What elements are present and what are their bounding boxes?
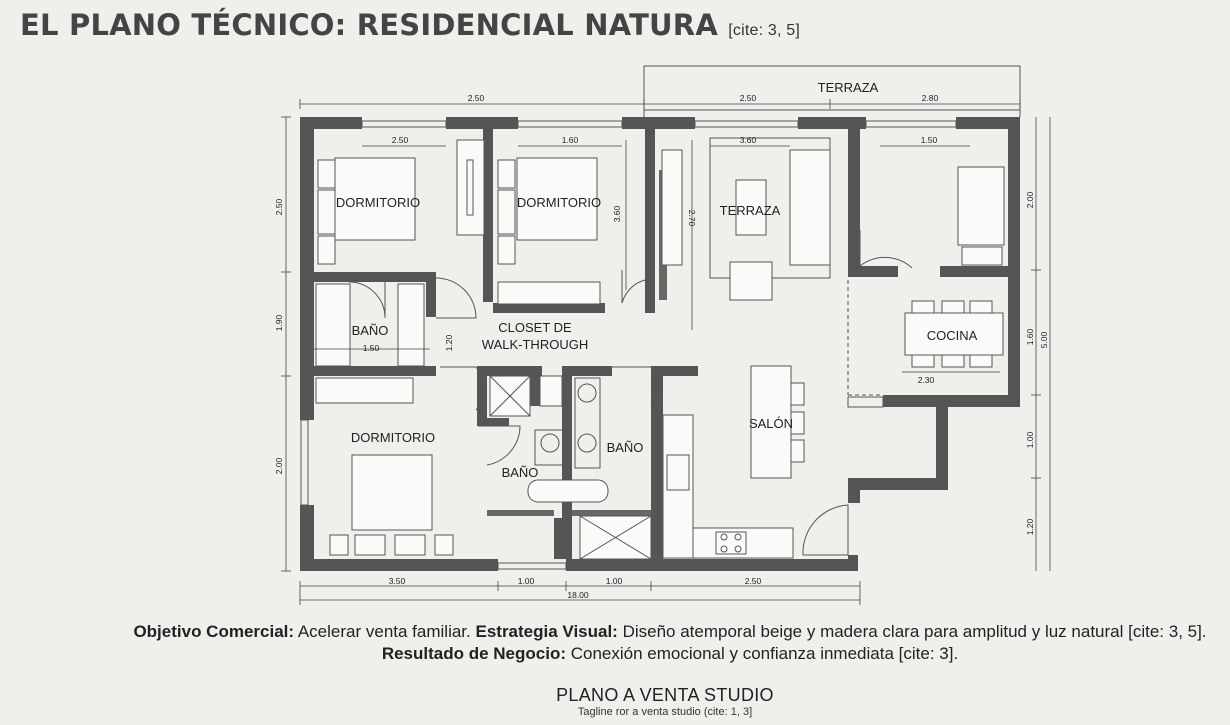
- walls: [300, 117, 1020, 571]
- dim-top-mid: 2.50: [740, 93, 757, 103]
- label-bano-3: BAÑO: [607, 440, 644, 455]
- label-bano-2: BAÑO: [502, 465, 539, 480]
- objective-text: Acelerar venta familiar.: [294, 622, 476, 641]
- dim-dorm2-height: 3.60: [612, 205, 622, 222]
- description-line-1: Objetivo Comercial: Acelerar venta famil…: [80, 621, 1230, 643]
- dim-dorm2-width: 1.60: [562, 135, 579, 145]
- dimension-lines: [281, 99, 1051, 605]
- room-labels: TERRAZA DORMITORIO DORMITORIO TERRAZA BA…: [336, 80, 978, 480]
- dim-right-total: 5.00: [1039, 331, 1049, 348]
- strategy-label: Estrategia Visual:: [475, 622, 618, 641]
- dim-bano1-width: 1.50: [363, 343, 380, 353]
- brand-tagline: Tagline ror a venta studio (cite: 1, 3]: [577, 706, 753, 718]
- label-terraza-int: TERRAZA: [720, 203, 781, 218]
- label-closet-1: CLOSET DE: [498, 320, 572, 335]
- dim-bottom-1: 3.50: [389, 576, 406, 586]
- label-dormitorio-3: DORMITORIO: [351, 430, 435, 445]
- dim-right-4: 1.20: [1025, 518, 1035, 535]
- dim-bed-right-width: 1.50: [921, 135, 938, 145]
- page-title: EL PLANO TÉCNICO: RESIDENCIAL NATURA [ci…: [20, 8, 800, 42]
- dim-right-3: 1.00: [1025, 431, 1035, 448]
- label-closet-2: WALK-THROUGH: [482, 337, 588, 352]
- description: Objetivo Comercial: Acelerar venta famil…: [80, 621, 1230, 665]
- dim-dorm1-width: 2.50: [392, 135, 409, 145]
- dim-terraza-height: 2.70: [687, 210, 697, 227]
- dim-left-3: 2.00: [274, 457, 284, 474]
- furniture: [315, 137, 1005, 560]
- dimension-labels: 2.50 2.50 2.80 2.50 1.60 3.60 1.50 1.50 …: [274, 93, 1049, 600]
- dim-cocina-width: 2.30: [918, 375, 935, 385]
- dim-bottom-4: 2.50: [745, 576, 762, 586]
- dim-left-2: 1.90: [274, 314, 284, 331]
- label-salon: SALÓN: [749, 416, 793, 431]
- brand-name: PLANO A VENTA STUDIO: [556, 685, 774, 705]
- description-line-2: Resultado de Negocio: Conexión emocional…: [80, 643, 1230, 665]
- label-cocina: COCINA: [927, 328, 978, 343]
- doors: [348, 230, 913, 556]
- title-cite: [cite: 3, 5]: [728, 22, 801, 39]
- result-text: Conexión emocional y confianza inmediata…: [566, 644, 959, 663]
- dim-bottom-total: 18.00: [567, 590, 589, 600]
- title-text: EL PLANO TÉCNICO: RESIDENCIAL NATURA: [20, 8, 718, 42]
- label-dormitorio-2: DORMITORIO: [517, 195, 601, 210]
- dim-bottom-3: 1.00: [606, 576, 623, 586]
- label-bano-1: BAÑO: [352, 323, 389, 338]
- dim-right-2: 1.60: [1025, 328, 1035, 345]
- floor-plan: TERRAZA DORMITORIO DORMITORIO TERRAZA BA…: [274, 65, 1051, 605]
- dim-right-1: 2.00: [1025, 191, 1035, 208]
- label-terraza-ext: TERRAZA: [818, 80, 879, 95]
- dim-top-right: 2.80: [922, 93, 939, 103]
- objective-label: Objetivo Comercial:: [133, 622, 295, 641]
- label-dormitorio-1: DORMITORIO: [336, 195, 420, 210]
- dim-left-1: 2.50: [274, 198, 284, 215]
- dim-closet-height: 1.20: [444, 334, 454, 351]
- strategy-text: Diseño atemporal beige y madera clara pa…: [617, 622, 1207, 641]
- dim-terraza-width: 3.60: [740, 135, 757, 145]
- dim-top-left: 2.50: [468, 93, 485, 103]
- result-label: Resultado de Negocio:: [381, 644, 566, 663]
- dim-bottom-2: 1.00: [518, 576, 535, 586]
